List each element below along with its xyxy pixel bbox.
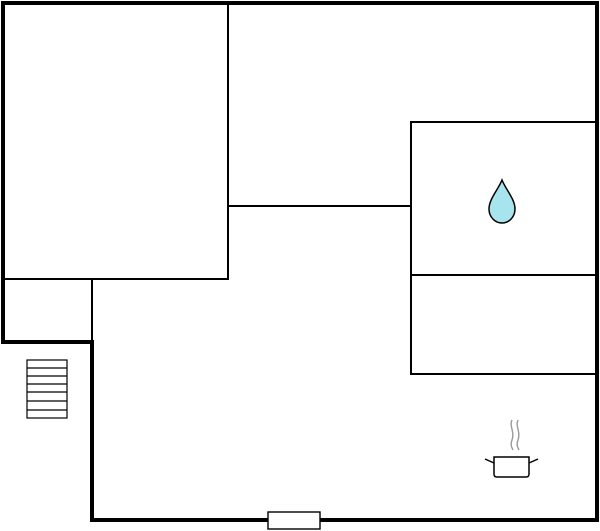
outer-wall xyxy=(1,1,599,522)
interior-walls xyxy=(2,2,598,375)
water-drop-icon xyxy=(488,177,516,224)
cooking-pot-icon xyxy=(484,419,539,478)
door-icon[interactable] xyxy=(267,511,321,530)
stairs-icon xyxy=(26,359,68,419)
